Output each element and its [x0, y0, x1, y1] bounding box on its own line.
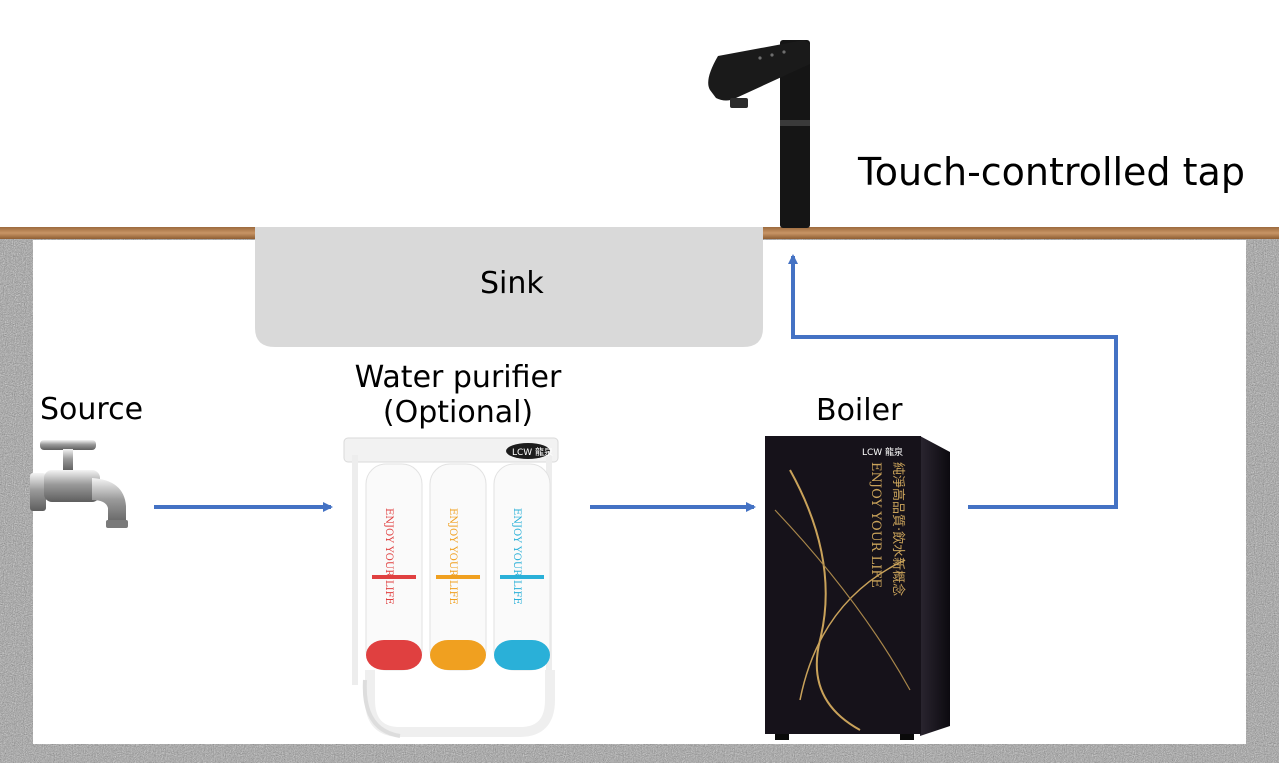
purifier-slogan-1: ENJOY YOUR LIFE [383, 508, 394, 605]
tap-label: Touch-controlled tap [858, 150, 1245, 194]
boiler-slogan: ENJOY YOUR LIFE [868, 462, 883, 588]
purifier-slogan-3: ENJOY YOUR LIFE [511, 508, 522, 605]
boiler-icon [765, 436, 950, 740]
purifier-label-line2: (Optional) [382, 395, 534, 430]
boiler-chinese: 純淨高品質‧飲水新概念 [890, 462, 906, 596]
flow-arrows [154, 254, 1118, 512]
purifier-label-line1: Water purifier [354, 360, 562, 395]
sink-basin [255, 227, 763, 347]
purifier-slogan-2: ENJOY YOUR LIFE [447, 508, 458, 605]
boiler-label: Boiler [816, 393, 903, 428]
water-faucet-icon [30, 440, 128, 528]
touch-tap-icon [708, 40, 810, 228]
purifier-label: Water purifier (Optional) [338, 360, 578, 430]
arrow-boiler-to-tap [788, 254, 1118, 509]
water-purifier-icon [343, 437, 559, 738]
purifier-brand: LCW 龍泉 [512, 446, 553, 458]
sink-label: Sink [480, 266, 544, 301]
source-label: Source [40, 392, 144, 427]
boiler-brand: LCW 龍泉 [862, 446, 903, 458]
product-text: LCW 龍泉 ENJOY YOUR LIFE ENJOY YOUR LIFE E… [383, 446, 906, 605]
